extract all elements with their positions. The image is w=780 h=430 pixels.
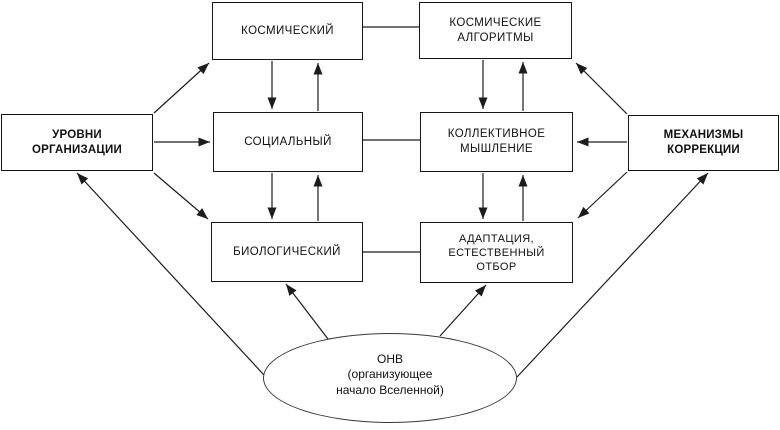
node-biological: БИОЛОГИЧЕСКИЙ bbox=[211, 222, 363, 282]
arrow-levels-to-biological bbox=[153, 172, 209, 220]
arrow-onv-to-biological bbox=[285, 283, 329, 340]
node-label: КОСМИЧЕСКИЕ АЛГОРИТМЫ bbox=[449, 16, 542, 44]
arrow-onv-to-adaptation bbox=[439, 284, 487, 337]
arrow-onv-to-levels bbox=[76, 172, 265, 376]
node-label: АДАПТАЦИЯ, ЕСТЕСТВЕННЫЙ ОТБОР bbox=[448, 232, 545, 273]
node-levels-of-organization: УРОВНИ ОРГАНИЗАЦИИ bbox=[1, 114, 153, 171]
node-label: БИОЛОГИЧЕСКИЙ bbox=[233, 245, 341, 258]
node-label: ОНВ (организующее начало Вселенной) bbox=[336, 351, 444, 397]
node-label: МЕХАНИЗМЫ КОРРЕКЦИИ bbox=[663, 129, 744, 156]
node-label: КОЛЛЕКТИВНОЕ МЫШЛЕНИЕ bbox=[447, 128, 546, 155]
arrow-levels-to-cosmic bbox=[153, 62, 210, 114]
node-label: УРОВНИ ОРГАНИЗАЦИИ bbox=[32, 128, 122, 156]
node-correction-mechanisms: МЕХАНИЗМЫ КОРРЕКЦИИ bbox=[628, 115, 779, 171]
node-adaptation-natural-selection: АДАПТАЦИЯ, ЕСТЕСТВЕННЫЙ ОТБОР bbox=[420, 222, 573, 283]
node-onv-ellipse: ОНВ (организующее начало Вселенной) bbox=[263, 333, 517, 423]
arrow-mechanisms-to-adaptation bbox=[577, 171, 628, 219]
arrow-mechanisms-to-cosmic-algorithms bbox=[575, 62, 628, 115]
node-label: СОЦИАЛЬНЫЙ bbox=[244, 135, 332, 148]
node-collective-thinking: КОЛЛЕКТИВНОЕ МЫШЛЕНИЕ bbox=[420, 112, 573, 172]
node-cosmic: КОСМИЧЕСКИЙ bbox=[212, 2, 363, 60]
node-label: КОСМИЧЕСКИЙ bbox=[241, 24, 334, 37]
node-social: СОЦИАЛЬНЫЙ bbox=[213, 112, 363, 172]
arrow-onv-to-mechanisms bbox=[516, 172, 709, 378]
node-cosmic-algorithms: КОСМИЧЕСКИЕ АЛГОРИТМЫ bbox=[419, 2, 572, 59]
